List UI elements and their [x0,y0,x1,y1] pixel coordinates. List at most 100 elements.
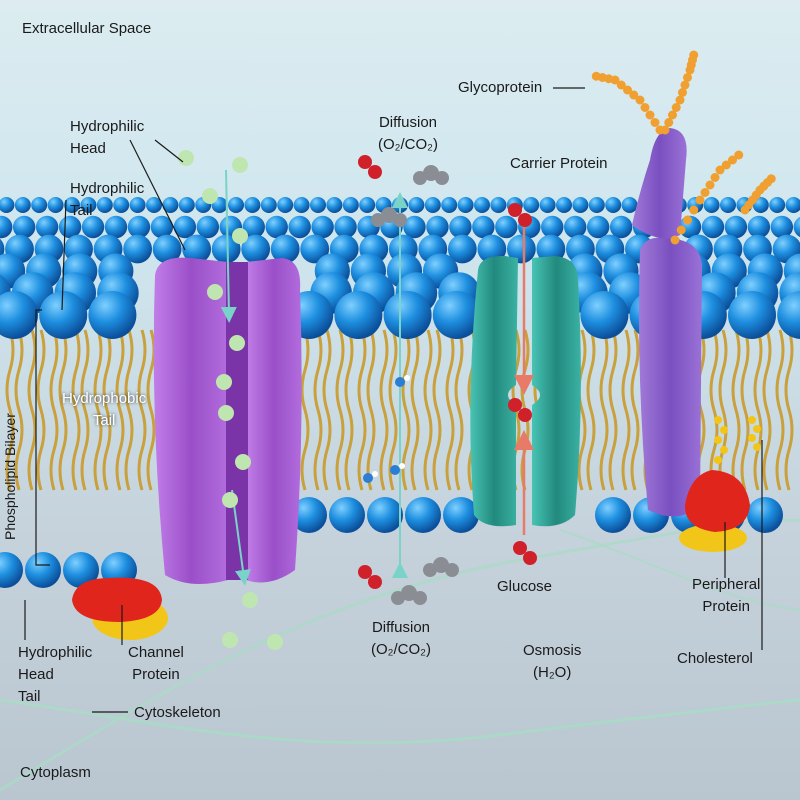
phospholipid-head [747,215,771,239]
phospholipid-head [291,497,327,533]
lipid-tail [115,329,125,491]
label-hydrophilic-head-top: Hydrophilic Head [70,116,144,160]
cholesterol [714,416,761,464]
label-hydrophilic-head-bottom: Hydrophilic Head Tail [18,642,92,708]
label-line: Osmosis [523,642,582,659]
lipid-tail [137,329,147,491]
solute-molecule [222,632,238,648]
phospholipid-head [490,197,507,213]
label-line: Tail [18,688,41,705]
lipid-tail [586,329,596,491]
phospholipid-head [47,197,64,213]
label-line: Diffusion [371,619,431,636]
lipid-tail [630,329,640,491]
phospholipid-head [703,197,720,213]
phospholipid-head [300,234,330,264]
oxygen-molecule [508,203,522,217]
carbon-dioxide-molecule [423,165,439,181]
label-hydrophobic-tail: Hydrophobic Tail [62,388,146,432]
glycan-bead [683,215,692,225]
glycan-bead [705,180,715,190]
phospholipid-head [329,497,365,533]
lipid-tail [58,329,68,491]
phospholipid-head [162,197,179,213]
solute-molecule [267,634,283,650]
label-carrier-protein: Carrier Protein [510,155,608,172]
phospholipid-head [588,197,605,213]
label-line: Head [70,140,106,157]
phospholipid-head [474,197,490,213]
lipid-tail [454,329,464,491]
phospholipid-head [0,552,23,588]
phospholipid-head [609,215,633,239]
carrier-protein [470,255,581,527]
channel-protein-blob [72,577,168,640]
lipid-tail [410,329,420,491]
lipid-tail [753,329,763,491]
oxygen-molecule [368,165,382,179]
phospholipid-head [605,197,622,213]
glycan-bead [700,188,710,197]
phospholipid-head [564,215,587,239]
label-peripheral-protein: Peripheral Protein [692,574,760,618]
phospholipid-head [80,197,97,213]
phospholipid-head [621,197,638,213]
lipid-tail [357,329,367,491]
water-molecule [399,463,405,469]
phospholipid-head [228,197,244,213]
phospholipid-head [127,215,151,239]
lipid-tail [608,329,618,491]
phospholipid-head [541,215,564,239]
cholesterol-bead [714,436,722,444]
glycan-bead [591,71,601,81]
lipid-tail [577,329,587,491]
glycan-bead [645,110,655,120]
lipid-tail [300,329,310,491]
phospholipid-head [447,234,477,264]
phospholipid-head [441,197,458,213]
phospholipid-head [793,216,800,238]
phospholipid-head [310,197,326,213]
glycan-bead [695,195,705,205]
glycan-bead [675,95,685,105]
phospholipid-head [152,234,182,264]
glycoprotein-protein [632,128,702,517]
phospholipid-head [260,197,277,213]
phospholipid-head [104,215,128,239]
phospholipid-head [277,197,294,213]
label-extracellular-space: Extracellular Space [22,20,152,37]
phospholipid-head [785,197,800,213]
water-molecule [404,375,410,381]
solute-molecule [232,157,248,173]
phospholipid-head [506,234,536,264]
lipid-tail [762,329,772,491]
cholesterol-bead [714,416,722,424]
phospholipid-head [182,234,212,264]
phospholipid-head [383,291,432,339]
phospholipid-head [123,234,152,264]
glycan-bead [660,125,670,135]
phospholipid-head [405,497,441,533]
phospholipid-head [728,291,776,339]
phospholipid-head [244,197,261,213]
label-line: (H₂O) [533,664,572,681]
label-line: Diffusion [378,114,438,131]
solute-molecule [235,454,251,470]
phospholipid-head [0,215,13,239]
oxygen-molecule [518,408,532,422]
phospholipid-head [556,197,572,213]
carbon-dioxide-molecule [445,563,459,577]
solute-molecule [207,284,223,300]
phospholipid-head [0,291,38,339]
water-molecule [395,377,405,387]
phospholipid-head [536,234,566,264]
lipid-tail [146,329,156,491]
carbon-dioxide-molecule [433,557,449,573]
label-osmosis: Osmosis (H₂O) [523,640,581,684]
label-diffusion-top: Diffusion (O₂/CO₂) [378,112,438,156]
glycan-bead [715,165,725,175]
phospholipid-head [586,215,610,239]
solute-molecule [216,374,232,390]
glycoprotein-chains [591,50,776,245]
